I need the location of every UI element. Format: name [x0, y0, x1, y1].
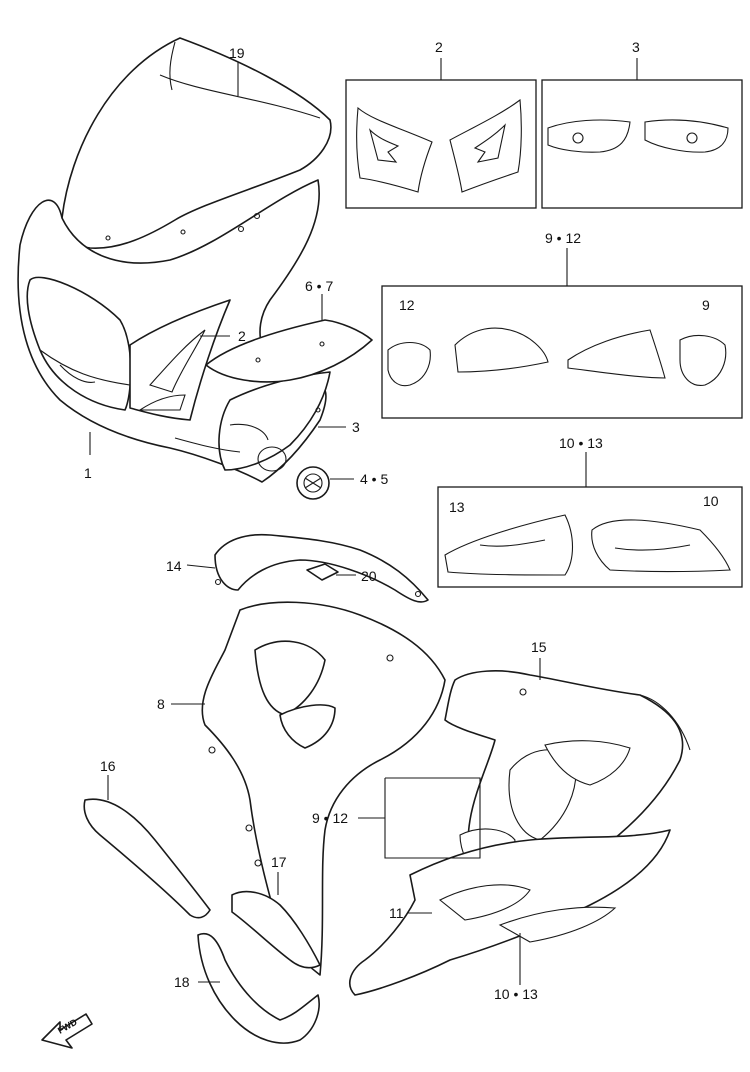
fwd-arrow-icon: FWD	[41, 1013, 93, 1049]
callout-3-inner: 3	[352, 419, 360, 435]
callout-9-12-lower: 9 • 12	[312, 810, 348, 826]
decal-set-2-box[interactable]	[345, 79, 537, 209]
part-14-inner-bracket[interactable]	[214, 533, 429, 603]
callout-4-5: 4 • 5	[360, 471, 388, 487]
callout-10-in: 10	[703, 493, 719, 509]
callout-20: 20	[361, 568, 377, 584]
callout-1: 1	[84, 465, 92, 481]
callout-14: 14	[166, 558, 182, 574]
callout-3-box: 3	[632, 39, 640, 55]
part-20-pad[interactable]	[306, 563, 339, 581]
leader-lines	[89, 58, 638, 985]
part-17-inner-cover[interactable]	[231, 890, 321, 969]
decal-set-10-13-box[interactable]	[437, 486, 743, 588]
callout-2-box: 2	[435, 39, 443, 55]
decal-set-3-box[interactable]	[541, 79, 743, 209]
callout-10-13-box: 10 • 13	[559, 435, 603, 451]
part-19-windscreen[interactable]	[61, 37, 332, 249]
part-18-lower-panel[interactable]	[197, 933, 320, 1044]
callout-16: 16	[100, 758, 116, 774]
callout-17: 17	[271, 854, 287, 870]
part-4-5-grommet[interactable]	[296, 466, 330, 500]
callout-2-inner: 2	[238, 328, 246, 344]
part-11-lower-cowling[interactable]	[349, 829, 671, 996]
callout-18: 18	[174, 974, 190, 990]
callout-9-12-box: 9 • 12	[545, 230, 581, 246]
decal-set-9-12-box[interactable]	[381, 285, 743, 419]
part-6-7-inner-panel[interactable]	[205, 319, 373, 383]
part-16-side-panel[interactable]	[83, 798, 211, 919]
part-1-upper-cowling[interactable]	[17, 179, 331, 483]
callout-labels: 19 2 3 1 2 6 • 7 3 4 • 5 9 • 12 12 9 10 …	[84, 39, 719, 1002]
callout-6-7: 6 • 7	[305, 278, 333, 294]
callout-12-in: 12	[399, 297, 415, 313]
callout-13-in: 13	[449, 499, 465, 515]
callout-8: 8	[157, 696, 165, 712]
part-8-side-cowling-left[interactable]	[201, 601, 446, 976]
callout-9-in: 9	[702, 297, 710, 313]
callout-15: 15	[531, 639, 547, 655]
callout-19: 19	[229, 45, 245, 61]
callout-11: 11	[389, 905, 404, 921]
callout-10-13-lower: 10 • 13	[494, 986, 538, 1002]
